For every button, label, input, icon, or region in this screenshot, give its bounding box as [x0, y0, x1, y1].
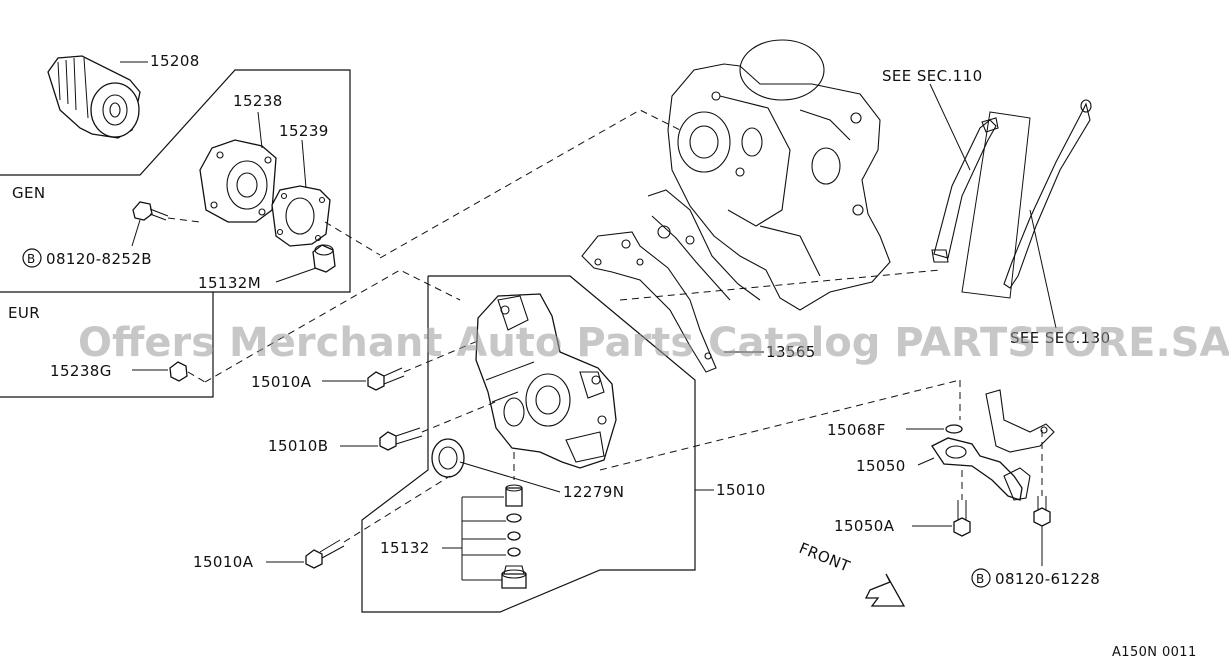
- front-cover-gasket-13565: [581, 231, 764, 373]
- bolt-marker-b-2: B: [971, 568, 991, 588]
- label-12279n: 12279N: [563, 483, 624, 501]
- oil-level-gauge: [961, 99, 1092, 329]
- label-gen: GEN: [12, 184, 46, 202]
- plug-15132m: [275, 244, 336, 283]
- label-15050a: 15050A: [834, 517, 895, 535]
- o-ring-15068f: [906, 424, 963, 434]
- label-15010: 15010: [716, 481, 766, 499]
- relief-valve-15132: [442, 452, 527, 589]
- label-15068f: 15068F: [827, 421, 886, 439]
- oil-strainer-15050: [917, 389, 1055, 501]
- filter-bracket-15238: [199, 111, 277, 223]
- label-15010a-bottom: 15010A: [193, 553, 254, 571]
- oil-pump-body: [475, 293, 617, 469]
- bolt-marker-b-2-text: B: [976, 572, 985, 586]
- gasket-15239: [271, 139, 331, 247]
- label-08120-8252b: 08120-8252B: [46, 250, 152, 268]
- label-15010b: 15010B: [268, 437, 328, 455]
- bolt-marker-b-1: B: [22, 248, 42, 268]
- front-arrow: [864, 573, 906, 607]
- label-15238g: 15238G: [50, 362, 112, 380]
- bolt-15010a-top: [322, 339, 481, 391]
- engine-block: [647, 39, 891, 311]
- label-08120-61228: 08120-61228: [995, 570, 1100, 588]
- diagram-reference-code: A150N 0011: [1112, 645, 1197, 660]
- label-15010a-top: 15010A: [251, 373, 312, 391]
- plug-15238g: [132, 361, 206, 383]
- label-see-sec-110: SEE SEC.110: [882, 67, 983, 85]
- label-15132: 15132: [380, 539, 430, 557]
- bolt-15010b: [340, 399, 501, 451]
- oil-pump-frame-15010: [361, 275, 696, 613]
- label-15050: 15050: [856, 457, 906, 475]
- label-eur: EUR: [8, 304, 40, 322]
- bolt-marker-b-1-text: B: [27, 252, 36, 266]
- bolt-08120-61228: [1033, 430, 1051, 566]
- label-13565: 13565: [766, 343, 816, 361]
- watermark: Offers Merchant Auto Parts Catalog PARTS…: [78, 320, 1229, 366]
- seal-12279n: [431, 438, 561, 493]
- label-15208: 15208: [150, 52, 200, 70]
- label-front: FRONT: [797, 539, 854, 576]
- label-15239: 15239: [279, 122, 329, 140]
- bolt-15050a: [912, 470, 971, 537]
- label-15132m: 15132M: [198, 274, 261, 292]
- label-15238: 15238: [233, 92, 283, 110]
- oil-filter-15208: [47, 55, 148, 139]
- bolt-08120-8252b: [131, 201, 169, 247]
- label-see-sec-130: SEE SEC.130: [1010, 329, 1111, 347]
- gen-eur-inset-frame: [0, 69, 351, 398]
- bolt-15010a-bottom: [266, 475, 451, 569]
- oil-gauge-guide: [929, 83, 999, 263]
